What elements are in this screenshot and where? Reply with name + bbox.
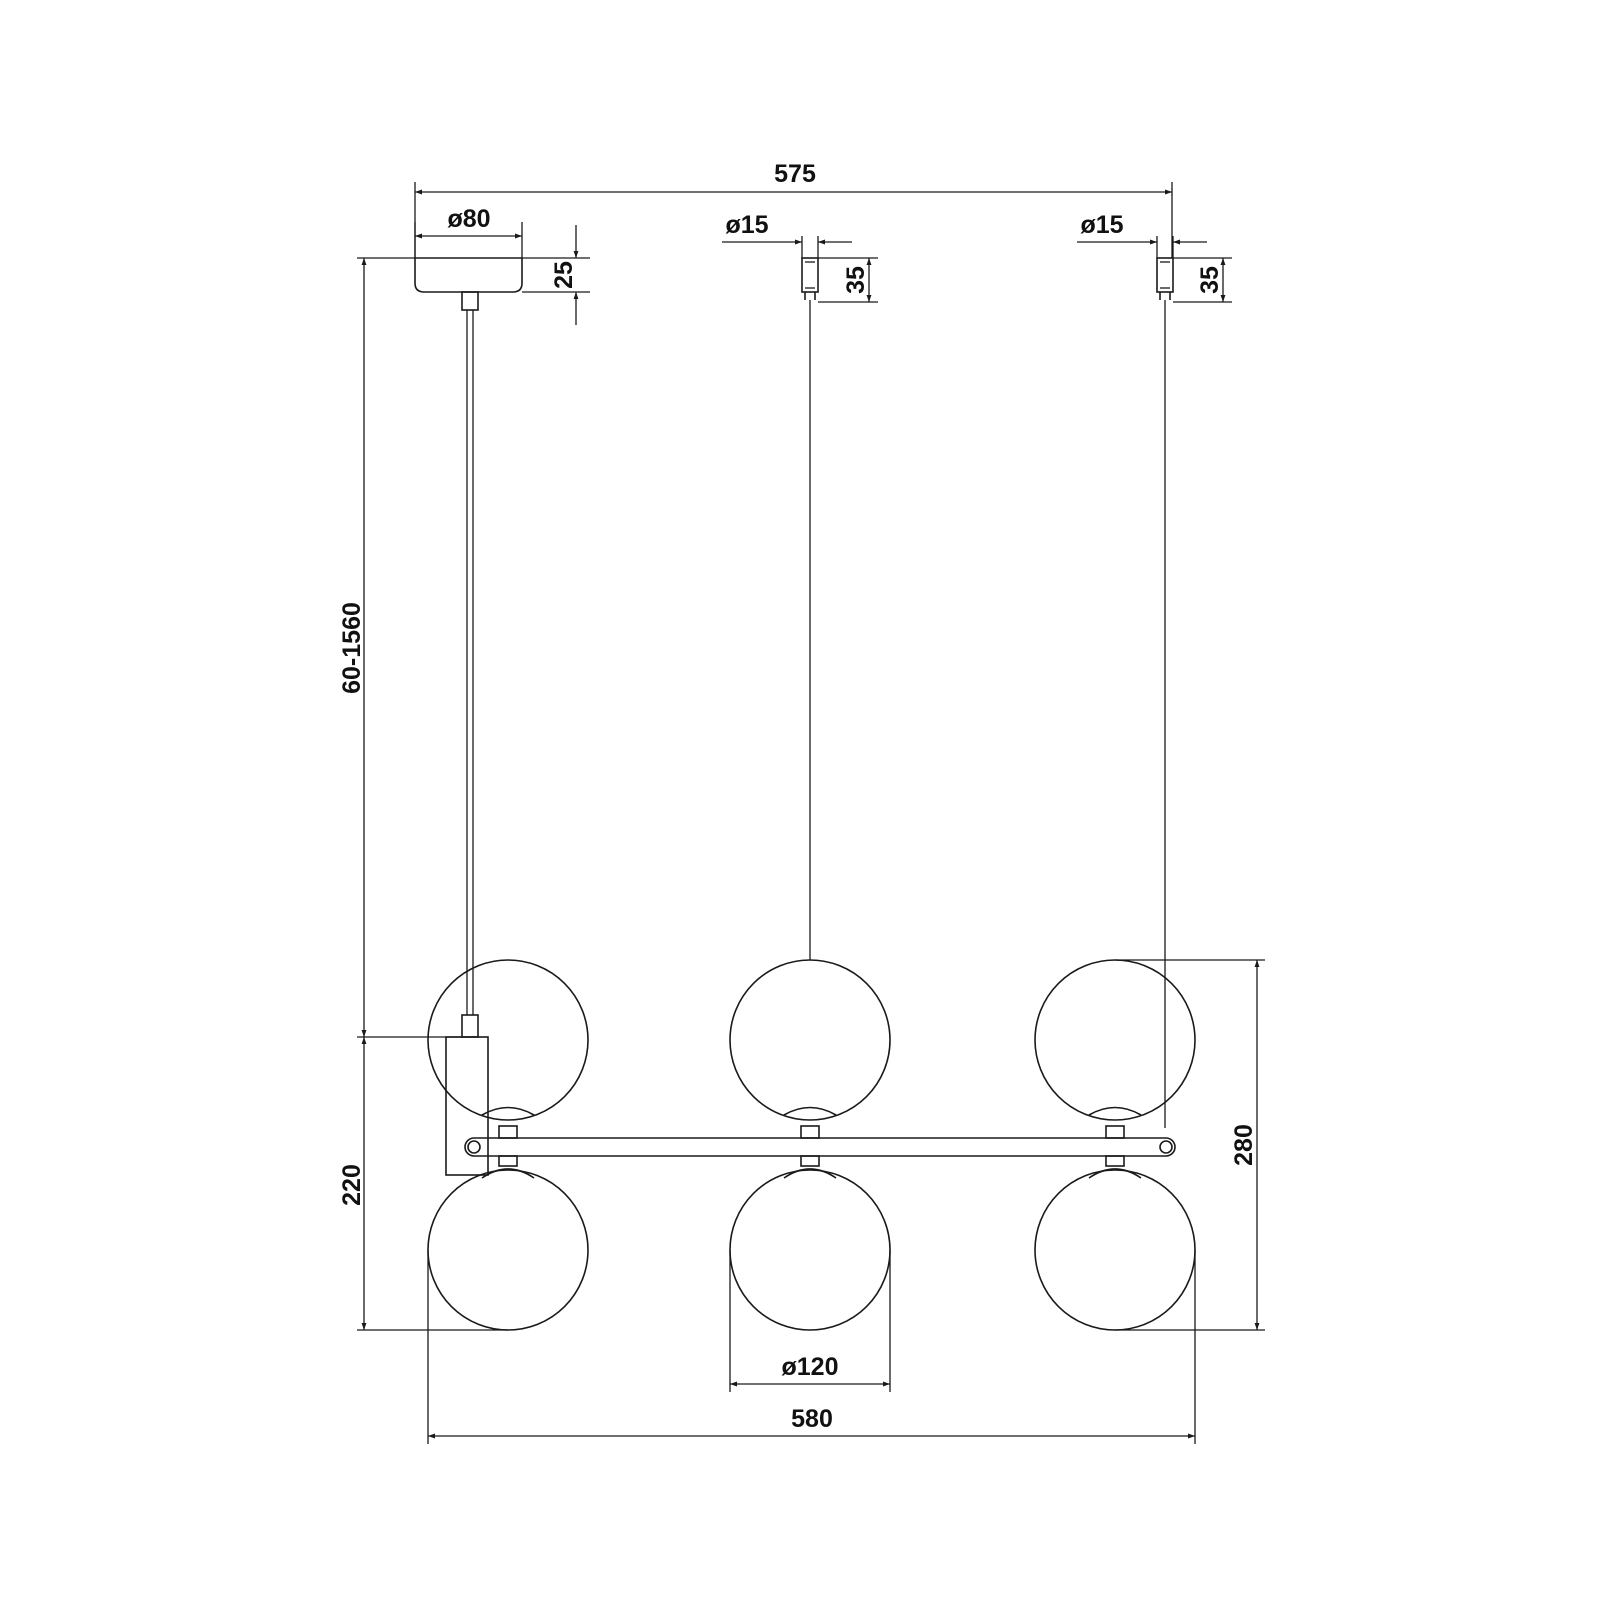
main-cable — [461, 310, 479, 1038]
luminaire — [414, 257, 1196, 1331]
dimension-globe-diameter: ø120 — [729, 1250, 891, 1392]
dimension-canopy-height: 25 — [522, 225, 590, 325]
dimension-overall-width: 580 — [427, 1250, 1196, 1444]
globe-top-right — [1034, 959, 1196, 1121]
dimension-overall-height: 280 — [1115, 959, 1265, 1331]
label-suspension-length: 60-1560 — [338, 602, 366, 694]
dimension-top-span: 575 — [414, 160, 1173, 258]
dimension-lines: 575 ø80 25 ø15 — [338, 160, 1265, 1444]
label-mid-cap-height: 35 — [842, 266, 870, 294]
dimension-suspension-length: 60-1560 — [338, 257, 462, 1038]
dimension-mid-cap-height: 35 — [818, 257, 878, 303]
globe-bottom-right — [1034, 1169, 1196, 1331]
label-canopy-height: 25 — [550, 261, 578, 289]
ceiling-canopy — [414, 257, 523, 311]
label-canopy-diameter: ø80 — [447, 205, 490, 233]
lower-holders — [481, 1155, 1142, 1179]
dimension-right-cap-diameter: ø15 — [1077, 211, 1207, 258]
driver-box — [445, 1036, 489, 1176]
upper-holders — [481, 1106, 1142, 1139]
middle-suspension — [801, 257, 819, 960]
globe-bottom-middle — [729, 1169, 891, 1331]
dimension-right-cap-height: 35 — [1173, 257, 1232, 303]
label-overall-height: 280 — [1230, 1124, 1258, 1166]
globe-bottom-left — [427, 1169, 589, 1331]
globe-top-left — [427, 959, 589, 1121]
right-suspension — [1156, 257, 1174, 1128]
label-overall-width: 580 — [791, 1405, 833, 1433]
label-right-cap-height: 35 — [1196, 266, 1224, 294]
label-globe-diameter: ø120 — [782, 1353, 839, 1381]
label-mid-cap-diameter: ø15 — [725, 211, 768, 239]
dimension-mid-cap-diameter: ø15 — [722, 211, 852, 258]
dimension-body-height: 220 — [338, 1037, 508, 1331]
horizontal-bar — [464, 1137, 1176, 1157]
label-body-height: 220 — [338, 1164, 366, 1206]
label-right-cap-diameter: ø15 — [1080, 211, 1123, 239]
globe-top-middle — [729, 959, 891, 1121]
dimension-canopy-diameter: ø80 — [414, 205, 523, 258]
label-top-span: 575 — [774, 160, 816, 188]
